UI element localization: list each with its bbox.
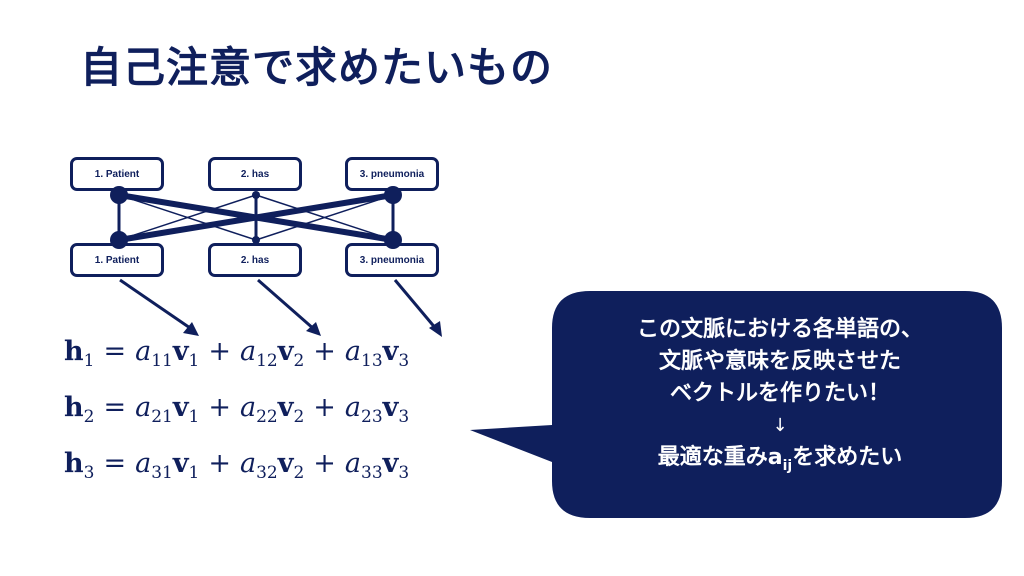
eq-weight: a (135, 336, 152, 367)
eq-value-vector: v (277, 448, 294, 479)
eq-weight-sub: 22 (256, 407, 278, 427)
eq-weight: a (135, 448, 152, 479)
eq-value-vector: v (277, 336, 294, 367)
eq-weight-sub: 21 (151, 407, 173, 427)
eq-weight-sub: 11 (151, 351, 173, 371)
edge-2-1 (118, 194, 257, 241)
eq-value-vector: v (382, 448, 399, 479)
top-token-has: 2. has (208, 157, 302, 191)
eq-value-sub: 1 (188, 351, 200, 371)
node-bottom-3 (384, 231, 402, 249)
eq-lhs-sub: 1 (83, 351, 95, 371)
eq-weight: a (240, 336, 257, 367)
eq-value-vector: v (172, 336, 189, 367)
eq-value-vector: v (277, 392, 294, 423)
eq-lhs-sub: 2 (83, 407, 95, 427)
eq-value-sub: 3 (398, 407, 410, 427)
callout-var-sub: ij (782, 458, 793, 474)
eq-weight: a (344, 336, 362, 367)
eq-value-vector: v (382, 336, 399, 367)
eq-plus: + (208, 392, 231, 423)
equation-h1: h1=a11v1+a12v2+a13v3 (64, 336, 409, 371)
eq-weight: a (135, 392, 152, 423)
callout-line-4-post: を求めたい (792, 445, 903, 470)
eq-weight: a (344, 392, 362, 423)
eq-plus: + (313, 392, 336, 423)
eq-weight-sub: 12 (256, 351, 278, 371)
edge-3-2 (255, 194, 394, 241)
node-bottom-1 (110, 231, 128, 249)
bottom-token-pneumonia: 3. pneumonia (345, 243, 439, 277)
eq-value-vector: v (382, 392, 399, 423)
eq-value-sub: 2 (293, 463, 305, 483)
eq-equals: = (103, 448, 127, 479)
eq-weight-sub: 31 (151, 463, 173, 483)
eq-equals: = (103, 392, 127, 423)
arrowhead-1 (183, 322, 199, 336)
eq-plus: + (313, 336, 336, 367)
eq-value-vector: v (172, 448, 189, 479)
eq-value-sub: 1 (188, 463, 200, 483)
arrow-2 (257, 278, 316, 332)
callout-line-4-pre: 最適な重み (657, 445, 768, 470)
node-bottom-2 (252, 236, 260, 244)
slide-title: 自己注意で求めたいもの (80, 43, 554, 92)
eq-value-sub: 2 (293, 407, 305, 427)
eq-weight: a (240, 448, 257, 479)
eq-weight: a (240, 392, 257, 423)
node-top-3 (384, 186, 402, 204)
eq-plus: + (208, 448, 231, 479)
equation-h3: h3=a31v1+a32v2+a33v3 (64, 448, 409, 483)
callout-var-a: a (767, 445, 783, 470)
arrowhead-2 (306, 322, 321, 336)
eq-value-sub: 1 (188, 407, 200, 427)
callout-line-4: 最適な重みaijを求めたい (560, 442, 1000, 482)
arrowhead-3 (429, 321, 442, 337)
eq-weight-sub: 33 (361, 463, 383, 483)
eq-lhs: h (64, 392, 84, 423)
eq-value-sub: 3 (398, 463, 410, 483)
arrow-3 (393, 279, 439, 331)
edge-3-1 (118, 192, 394, 243)
eq-weight-sub: 32 (256, 463, 278, 483)
bottom-token-has: 2. has (208, 243, 302, 277)
eq-lhs: h (64, 448, 84, 479)
down-arrow-icon: ↓ (772, 415, 788, 436)
callout-line-2: 文脈や意味を反映させた (658, 349, 901, 374)
eq-lhs-sub: 3 (83, 463, 95, 483)
eq-value-sub: 2 (293, 351, 305, 371)
callout-line-1: この文脈における各単語の、 (636, 317, 923, 342)
eq-weight-sub: 13 (361, 351, 383, 371)
eq-weight-sub: 23 (361, 407, 383, 427)
eq-plus: + (208, 336, 231, 367)
speech-bubble (470, 291, 1002, 518)
eq-weight: a (344, 448, 362, 479)
arrow-1 (119, 278, 194, 332)
eq-value-vector: v (172, 392, 189, 423)
equation-h2: h2=a21v1+a22v2+a23v3 (64, 392, 409, 427)
eq-value-sub: 3 (398, 351, 410, 371)
node-top-2 (252, 191, 260, 199)
callout-text: この文脈における各単語の、 文脈や意味を反映させた ベクトルを作りたい！ ↓ 最… (560, 314, 1000, 482)
eq-equals: = (103, 336, 127, 367)
callout-line-3: ベクトルを作りたい！ (669, 381, 890, 406)
eq-lhs: h (64, 336, 84, 367)
node-top-1 (110, 186, 128, 204)
eq-plus: + (313, 448, 336, 479)
